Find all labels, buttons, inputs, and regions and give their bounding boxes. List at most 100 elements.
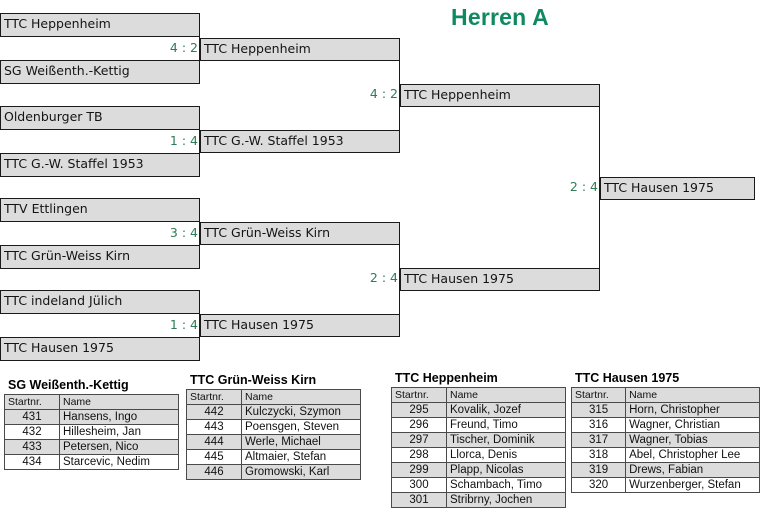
player-startnr: 300: [391, 477, 447, 493]
table-row: 299 Plapp, Nicolas: [391, 462, 566, 478]
column-header-name: Name: [446, 387, 566, 403]
bracket-team-r1-m1-top[interactable]: TTC Heppenheim: [0, 13, 200, 37]
roster-table: Startnr. Name 295 Kovalik, Jozef 296 Fre…: [391, 387, 566, 508]
bracket-connector-r1-m2: [180, 130, 200, 153]
bracket-score-r1-m1: 4 : 2: [169, 40, 198, 55]
bracket-score-r1-m4: 1 : 4: [169, 317, 198, 332]
column-header-startnr: Startnr.: [391, 387, 447, 403]
roster-table: Startnr. Name 442 Kulczycki, Szymon 443 …: [186, 389, 361, 480]
bracket-team-r1-m4-bottom[interactable]: TTC Hausen 1975: [0, 337, 200, 361]
bracket-team-r1-m1-bottom[interactable]: SG Weißenth.-Kettig: [0, 60, 200, 84]
player-startnr: 298: [391, 447, 447, 463]
bracket-team-r1-m4-top[interactable]: TTC indeland Jülich: [0, 290, 200, 314]
roster-sg-weissenth-kettig: SG Weißenth.-Kettig Startnr. Name 431 Ha…: [4, 378, 179, 470]
roster-title: TTC Hausen 1975: [575, 371, 680, 385]
player-name: Drews, Fabian: [625, 462, 760, 478]
player-startnr: 320: [570, 477, 627, 493]
player-startnr: 295: [391, 402, 447, 418]
player-name: Altmaier, Stefan: [241, 449, 361, 465]
table-row: 318 Abel, Christopher Lee: [570, 447, 760, 463]
bracket-connector-r1-m1: [180, 37, 200, 60]
bracket-score-r2-m2: 2 : 4: [369, 270, 398, 285]
player-name: Tischer, Dominik: [446, 432, 566, 448]
bracket-team-sf-top[interactable]: TTC Heppenheim: [400, 84, 600, 107]
roster-title: TTC Grün-Weiss Kirn: [190, 373, 317, 387]
player-name: Wagner, Christian: [625, 417, 760, 433]
roster-title: TTC Heppenheim: [395, 371, 498, 385]
player-startnr: 315: [570, 402, 627, 418]
column-header-startnr: Startnr.: [186, 389, 242, 405]
bracket-team-sf-bottom[interactable]: TTC Hausen 1975: [400, 268, 600, 291]
player-startnr: 318: [570, 447, 627, 463]
table-row: 446 Gromowski, Karl: [186, 464, 361, 480]
table-row: 320 Wurzenberger, Stefan: [570, 477, 760, 493]
bracket-team-r1-m2-bottom[interactable]: TTC G.-W. Staffel 1953: [0, 153, 200, 177]
bracket-team-r1-m3-top[interactable]: TTV Ettlingen: [0, 198, 200, 222]
roster-table: Startnr. Name 431 Hansens, Ingo 432 Hill…: [4, 394, 179, 470]
player-name: Kulczycki, Szymon: [241, 404, 361, 420]
player-name: Gromowski, Karl: [241, 464, 361, 480]
table-row: 445 Altmaier, Stefan: [186, 449, 361, 465]
table-row: 317 Wagner, Tobias: [570, 432, 760, 448]
tournament-bracket: TTC Heppenheim 4 : 2 SG Weißenth.-Kettig…: [0, 13, 755, 361]
player-name: Kovalik, Jozef: [446, 402, 566, 418]
table-header-row: Startnr. Name: [391, 387, 566, 403]
player-startnr: 319: [570, 462, 627, 478]
player-name: Stribrny, Jochen: [446, 492, 566, 508]
player-startnr: 446: [186, 464, 242, 480]
player-name: Petersen, Nico: [59, 439, 179, 455]
table-row: 433 Petersen, Nico: [4, 439, 179, 455]
roster-ttc-hausen-1975: TTC Hausen 1975 Startnr. Name 315 Horn, …: [570, 371, 760, 493]
table-row: 319 Drews, Fabian: [570, 462, 760, 478]
page-title: Herren A: [451, 4, 549, 30]
table-row: 300 Schambach, Timo: [391, 477, 566, 493]
player-startnr: 445: [186, 449, 242, 465]
player-startnr: 432: [4, 424, 60, 440]
player-name: Wurzenberger, Stefan: [625, 477, 760, 493]
bracket-team-r1-m2-top[interactable]: Oldenburger TB: [0, 106, 200, 130]
bracket-team-r2-m1-bottom[interactable]: TTC G.-W. Staffel 1953: [200, 130, 400, 153]
bracket-score-r1-m2: 1 : 4: [169, 133, 198, 148]
bracket-team-r2-m2-bottom[interactable]: TTC Hausen 1975: [200, 314, 400, 337]
bracket-team-final-winner[interactable]: TTC Hausen 1975: [600, 177, 755, 200]
player-startnr: 442: [186, 404, 242, 420]
player-startnr: 299: [391, 462, 447, 478]
player-startnr: 431: [4, 409, 60, 425]
table-row: 431 Hansens, Ingo: [4, 409, 179, 425]
table-header-row: Startnr. Name: [4, 394, 179, 410]
bracket-team-r2-m2-top[interactable]: TTC Grün-Weiss Kirn: [200, 222, 400, 245]
bracket-score-r2-m1: 4 : 2: [369, 86, 398, 101]
player-name: Abel, Christopher Lee: [625, 447, 760, 463]
roster-title: SG Weißenth.-Kettig: [8, 378, 129, 392]
player-startnr: 296: [391, 417, 447, 433]
roster-ttc-heppenheim: TTC Heppenheim Startnr. Name 295 Kovalik…: [391, 371, 566, 508]
player-name: Freund, Timo: [446, 417, 566, 433]
player-name: Starcevic, Nedim: [59, 454, 179, 470]
player-name: Poensgen, Steven: [241, 419, 361, 435]
player-name: Schambach, Timo: [446, 477, 566, 493]
bracket-connector-final: [580, 106, 600, 269]
table-row: 444 Werle, Michael: [186, 434, 361, 450]
table-row: 295 Kovalik, Jozef: [391, 402, 566, 418]
player-name: Werle, Michael: [241, 434, 361, 450]
player-name: Wagner, Tobias: [625, 432, 760, 448]
column-header-name: Name: [625, 387, 760, 403]
table-row: 316 Wagner, Christian: [570, 417, 760, 433]
player-name: Llorca, Denis: [446, 447, 566, 463]
column-header-startnr: Startnr.: [570, 387, 627, 403]
table-row: 434 Starcevic, Nedim: [4, 454, 179, 470]
table-row: 432 Hillesheim, Jan: [4, 424, 179, 440]
roster-table: Startnr. Name 315 Horn, Christopher 316 …: [570, 387, 760, 493]
player-startnr: 301: [391, 492, 447, 508]
player-name: Hillesheim, Jan: [59, 424, 179, 440]
player-startnr: 444: [186, 434, 242, 450]
table-row: 297 Tischer, Dominik: [391, 432, 566, 448]
player-name: Hansens, Ingo: [59, 409, 179, 425]
column-header-startnr: Startnr.: [4, 394, 60, 410]
table-row: 442 Kulczycki, Szymon: [186, 404, 361, 420]
player-name: Horn, Christopher: [625, 402, 760, 418]
bracket-team-r1-m3-bottom[interactable]: TTC Grün-Weiss Kirn: [0, 245, 200, 269]
player-startnr: 297: [391, 432, 447, 448]
bracket-team-r2-m1-top[interactable]: TTC Heppenheim: [200, 38, 400, 61]
bracket-connector-r1-m3: [180, 222, 200, 245]
